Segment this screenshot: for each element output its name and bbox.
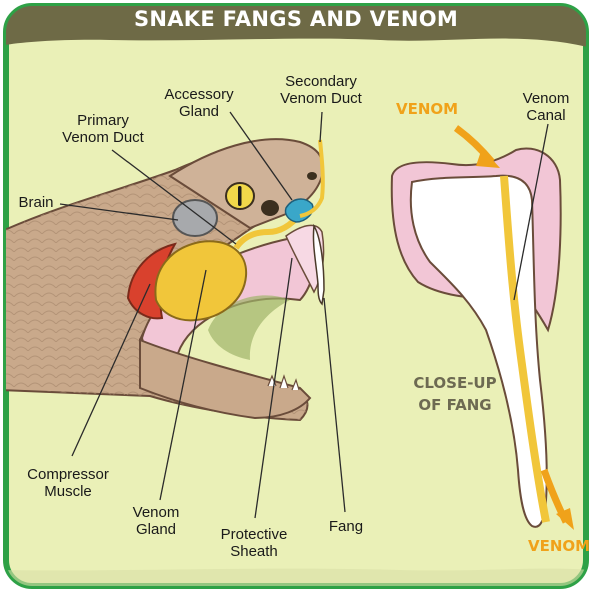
brain-organ: [173, 200, 217, 236]
label-primary-venom-duct: Primary Venom Duct: [48, 112, 158, 146]
nostril: [307, 172, 317, 180]
label-fang: Fang: [320, 518, 372, 535]
label-venom-in: VENOM: [396, 100, 458, 118]
label-brain: Brain: [10, 194, 62, 211]
label-close-up-of-fang: CLOSE-UP OF FANG: [385, 372, 525, 416]
label-venom-gland: Venom Gland: [116, 504, 196, 538]
label-protective-sheath: Protective Sheath: [202, 526, 306, 560]
label-secondary-venom-duct: Secondary Venom Duct: [266, 73, 376, 107]
label-venom-out: VENOM: [528, 537, 590, 555]
heat-pit: [261, 200, 279, 216]
label-venom-canal: Venom Canal: [506, 90, 586, 124]
label-compressor-muscle: Compressor Muscle: [12, 466, 124, 500]
label-accessory-gland: Accessory Gland: [144, 86, 254, 120]
diagram-title: SNAKE FANGS AND VENOM: [0, 7, 592, 31]
